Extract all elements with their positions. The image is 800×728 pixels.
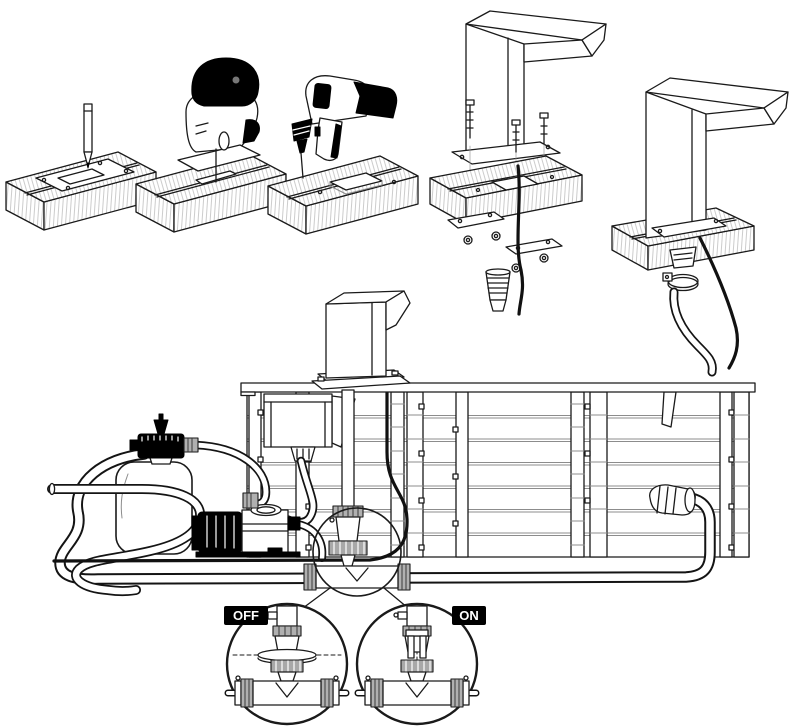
washers-nuts <box>463 231 549 273</box>
threaded-hose-adapter <box>485 268 511 312</box>
drill-icon <box>291 75 398 179</box>
on-label: ON <box>459 608 479 623</box>
deck-plank-exploded <box>429 155 583 225</box>
power-cable-exploded <box>516 164 525 316</box>
step-jigsaw-cut <box>135 57 287 233</box>
pump-outlet-hose <box>294 520 327 562</box>
step-mounted-spout <box>611 77 789 377</box>
jigsaw-icon <box>177 57 261 183</box>
valve-handle-closed <box>257 648 317 662</box>
waterfall-spout-main <box>311 290 411 390</box>
backing-plates <box>447 211 563 273</box>
power-cable-main <box>52 388 409 563</box>
off-badge-bg <box>224 606 268 625</box>
off-badge: OFF <box>224 606 268 625</box>
waterfall-spout-mounted <box>645 77 789 239</box>
pool-wall <box>246 391 750 558</box>
return-inlet-fitting <box>649 484 696 516</box>
leader-line-off <box>302 587 331 609</box>
step-drill-holes <box>267 75 419 235</box>
on-badge: ON <box>452 606 486 625</box>
waterfall-spout-exploded <box>451 10 607 165</box>
tee-valve-callout-circle <box>312 507 402 597</box>
off-label: OFF <box>233 608 259 623</box>
step-mount-exploded <box>429 10 607 316</box>
hose-clamp-icon <box>662 272 699 292</box>
marking-template-plate <box>35 158 135 192</box>
on-badge-bg <box>452 606 486 625</box>
pencil-icon <box>83 103 93 169</box>
valve-off-detail: OFF <box>224 602 350 726</box>
step-mark-cutout <box>5 103 157 231</box>
shutoff-valve-tee <box>303 505 411 591</box>
spout-feed-pipe <box>341 389 355 509</box>
power-cable-mounted <box>698 236 740 370</box>
pool-plumbing-overview <box>47 290 756 609</box>
valve-handle-open <box>405 629 429 659</box>
hose-connection <box>662 246 717 377</box>
circulation-pump <box>191 492 301 558</box>
valve-to-pump-hose <box>191 440 271 509</box>
waste-hose <box>47 482 205 597</box>
multiport-valve <box>129 413 199 459</box>
valve-on-detail: ON <box>354 602 486 726</box>
